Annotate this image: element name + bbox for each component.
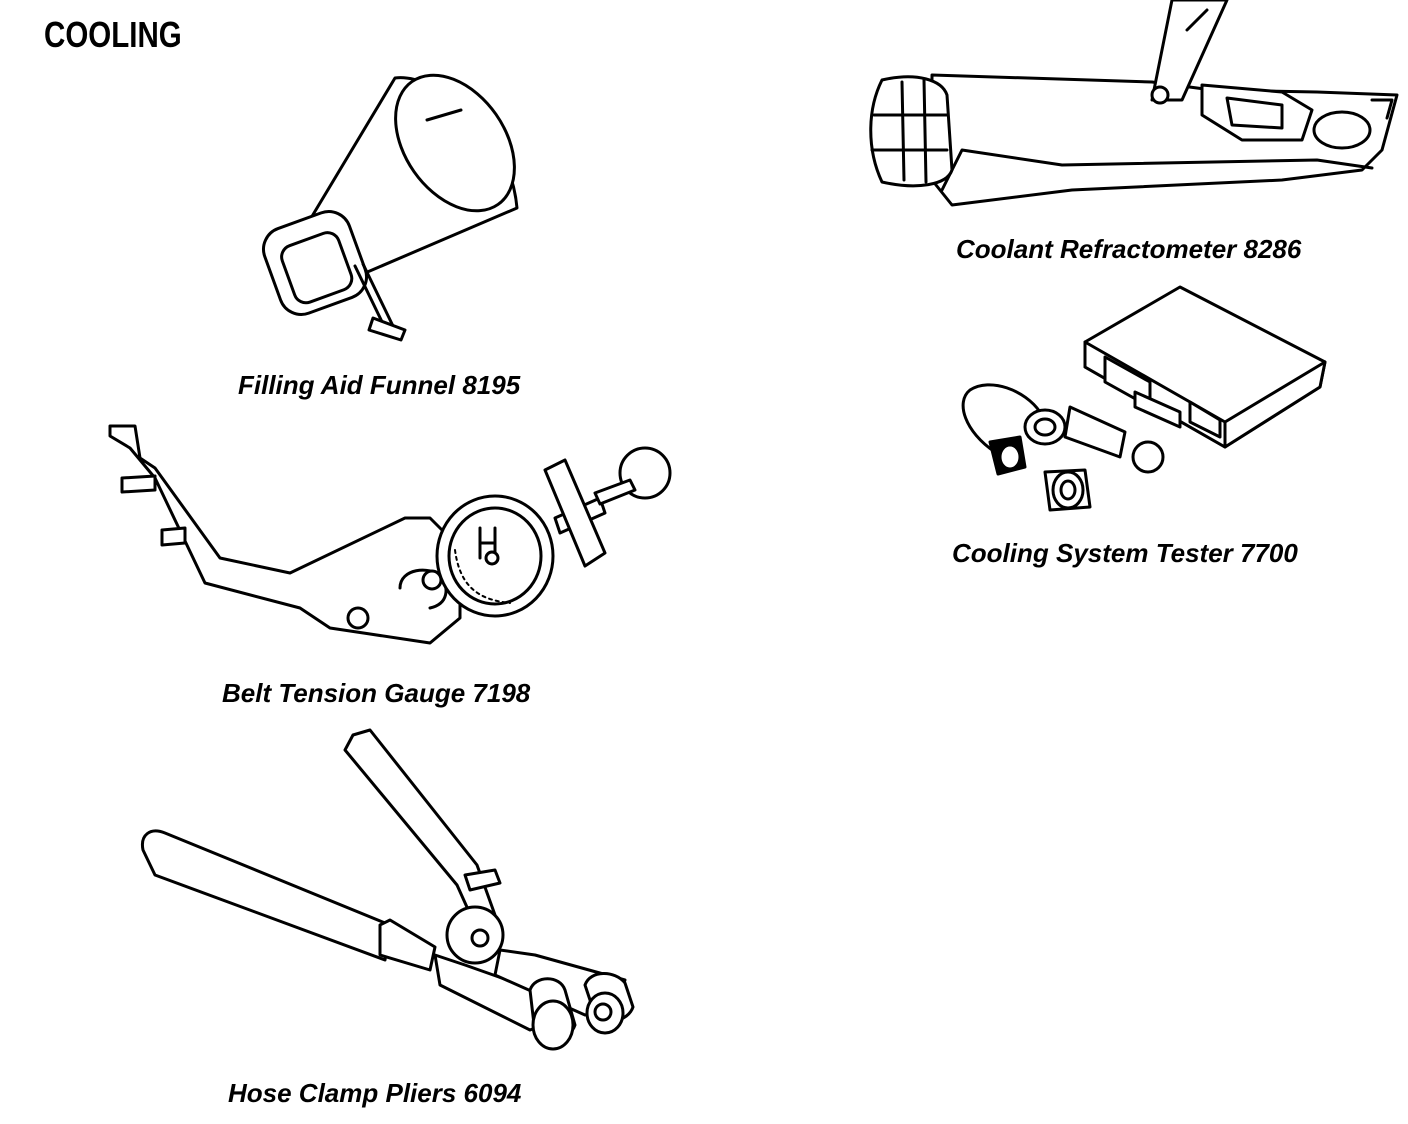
funnel-icon [262, 73, 519, 342]
refractometer-icon [869, 0, 1399, 207]
tool-caption: Coolant Refractometer 8286 [956, 234, 1302, 264]
tool-caption: Filling Aid Funnel 8195 [238, 370, 521, 400]
tool-caption: Belt Tension Gauge 7198 [222, 678, 531, 708]
page-heading: COOLING [44, 14, 182, 55]
tool-caption: Cooling System Tester 7700 [952, 538, 1298, 568]
pliers-icon [140, 728, 635, 1051]
tool-caption: Hose Clamp Pliers 6094 [228, 1078, 522, 1108]
tension-gauge-icon [108, 424, 672, 645]
pressure-tester-icon [961, 285, 1327, 512]
